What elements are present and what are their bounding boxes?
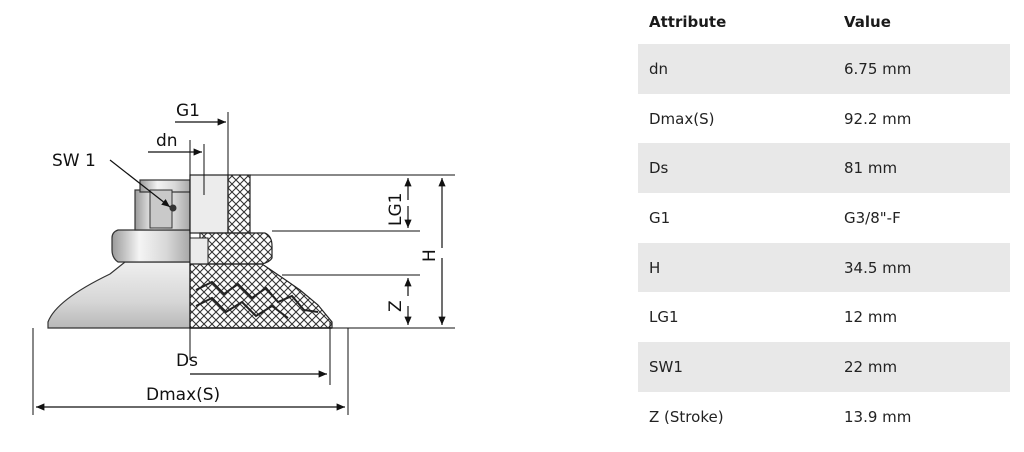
label-z: Z xyxy=(386,300,406,312)
suction-cup-drawing: G1 dn SW 1 LG1 H Z Ds xyxy=(32,101,455,415)
header-value: Value xyxy=(833,0,1010,44)
dim-h: H xyxy=(420,178,446,325)
table-row: LG1 12 mm xyxy=(638,292,1010,343)
cell-attribute: dn xyxy=(638,44,833,94)
dim-sw1: SW 1 xyxy=(52,151,171,208)
cell-value: 13.9 mm xyxy=(833,391,1010,442)
label-dmax: Dmax(S) xyxy=(146,385,220,405)
table-row: G1 G3/8"-F xyxy=(638,193,1010,243)
dim-ds: Ds xyxy=(176,322,331,385)
label-ds: Ds xyxy=(176,351,198,371)
cell-value: 92.2 mm xyxy=(833,93,1010,144)
dim-g1: G1 xyxy=(175,101,229,175)
cell-attribute: Z (Stroke) xyxy=(638,391,833,442)
cell-attribute: Dmax(S) xyxy=(638,93,833,144)
spec-table: Attribute Value dn 6.75 mm Dmax(S) 92.2 … xyxy=(638,0,1010,442)
cell-value: 12 mm xyxy=(833,292,1010,343)
cell-attribute: LG1 xyxy=(638,292,833,343)
table-row: dn 6.75 mm xyxy=(638,44,1010,94)
header-attribute: Attribute xyxy=(638,0,833,44)
table-row: Dmax(S) 92.2 mm xyxy=(638,93,1010,144)
cup-outside-view xyxy=(47,179,191,329)
dim-lg1: LG1 xyxy=(250,174,455,232)
cell-attribute: G1 xyxy=(638,193,833,243)
cup-section-view xyxy=(189,174,333,329)
cell-value: 22 mm xyxy=(833,342,1010,392)
table-row: H 34.5 mm xyxy=(638,242,1010,293)
cell-value: G3/8"-F xyxy=(833,193,1010,243)
dim-dmax: Dmax(S) xyxy=(32,328,349,415)
cell-value: 81 mm xyxy=(833,143,1010,194)
cell-value: 34.5 mm xyxy=(833,242,1010,293)
cell-attribute: Ds xyxy=(638,143,833,194)
cell-attribute: SW1 xyxy=(638,342,833,392)
table-row: Z (Stroke) 13.9 mm xyxy=(638,391,1010,442)
label-lg1: LG1 xyxy=(386,193,406,226)
table-header-row: Attribute Value xyxy=(638,0,1010,44)
label-sw1: SW 1 xyxy=(52,151,96,171)
label-h: H xyxy=(420,249,440,262)
dim-z: Z xyxy=(282,274,455,329)
table-row: SW1 22 mm xyxy=(638,342,1010,392)
cell-value: 6.75 mm xyxy=(833,44,1010,94)
label-dn: dn xyxy=(156,131,178,151)
table-row: Ds 81 mm xyxy=(638,143,1010,194)
label-g1: G1 xyxy=(176,101,200,121)
cell-attribute: H xyxy=(638,242,833,293)
dim-dn: dn xyxy=(148,131,205,195)
